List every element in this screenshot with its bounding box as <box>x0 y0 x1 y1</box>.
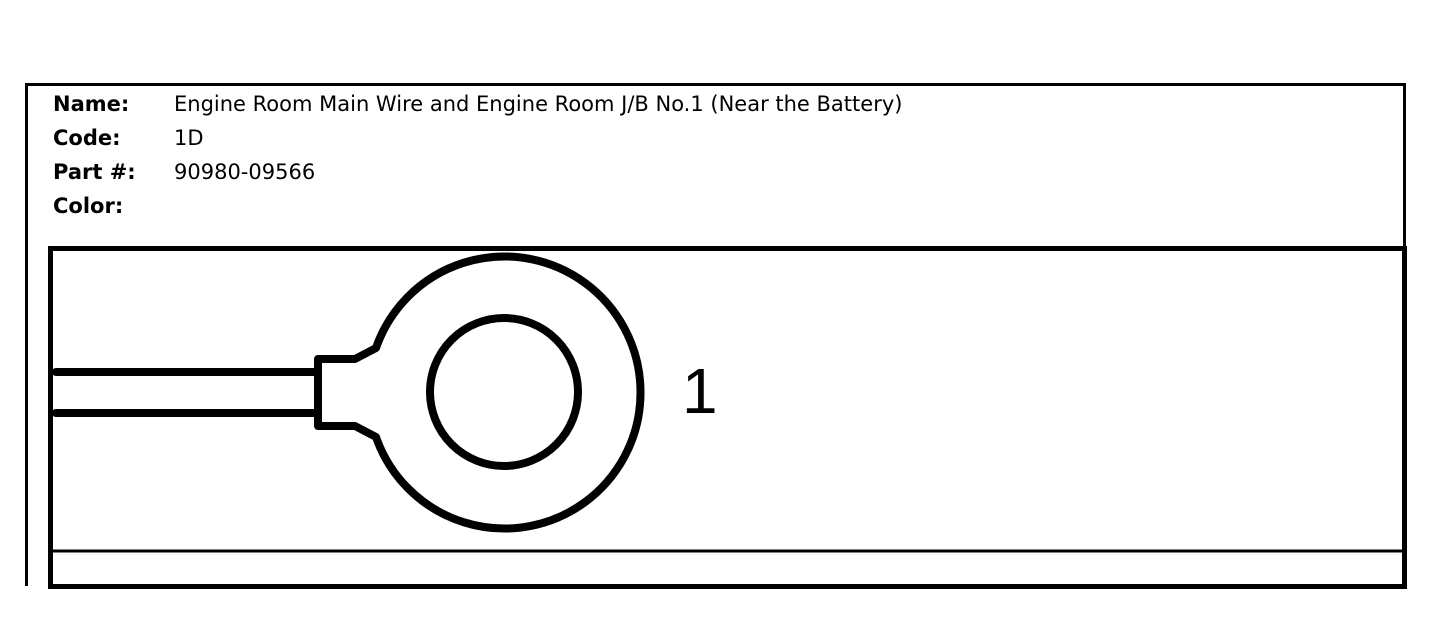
code-label: Code: <box>53 126 121 150</box>
name-label: Name: <box>53 92 130 116</box>
name-value: Engine Room Main Wire and Engine Room J/… <box>174 92 903 116</box>
color-label: Color: <box>53 194 124 218</box>
part-number-label: Part #: <box>53 160 136 184</box>
code-value: 1D <box>174 126 204 150</box>
pin-number-label: 1 <box>682 355 718 427</box>
part-number-value: 90980-09566 <box>174 160 316 184</box>
terminal-hole <box>426 314 582 470</box>
diagram-frame <box>48 246 1407 589</box>
ring-terminal-icon <box>314 252 645 533</box>
